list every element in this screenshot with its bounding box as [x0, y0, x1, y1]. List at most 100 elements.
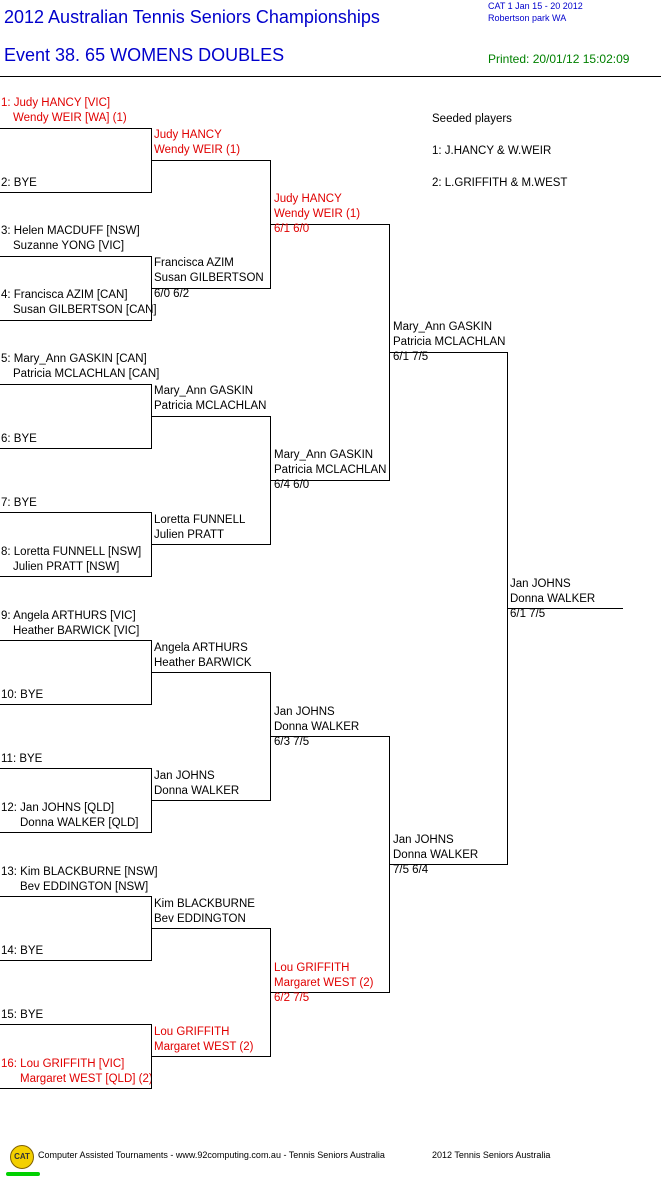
r2-entry-line2: Wendy WEIR (1) [154, 144, 241, 156]
venue: Robertson park WA [488, 13, 567, 23]
cat-logo: CAT [10, 1145, 34, 1169]
r2-entry-line1: Angela ARTHURS [154, 642, 248, 654]
bracket-connector [151, 384, 152, 449]
r2-entry-line2: Heather BARWICK [154, 657, 252, 669]
r4-entry-line1: Jan JOHNS [393, 834, 454, 846]
bracket-connector [389, 224, 390, 481]
r1-entry-line2: Suzanne YONG [VIC] [13, 240, 125, 252]
bracket-line [0, 384, 152, 385]
bracket-connector [507, 352, 508, 865]
r3-entry-line2: Patricia MCLACHLAN [274, 464, 387, 476]
r1-entry-line1: 5: Mary_Ann GASKIN [CAN] [1, 353, 147, 365]
bracket-line [152, 544, 271, 545]
printed-timestamp: Printed: 20/01/12 15:02:09 [488, 52, 630, 66]
r1-entry-line1: 10: BYE [1, 689, 44, 701]
r2-entry-line1: Jan JOHNS [154, 770, 215, 782]
bracket-line [0, 1088, 152, 1089]
bracket-line [152, 160, 271, 161]
r3-entry-line2: Wendy WEIR (1) [274, 208, 361, 220]
bracket-connector [270, 416, 271, 545]
r1-entry-line2: Susan GILBERTSON [CAN] [13, 304, 157, 316]
winner-line1: Jan JOHNS [510, 578, 571, 590]
bracket-connector [151, 512, 152, 577]
r3-entry-line1: Mary_Ann GASKIN [274, 449, 374, 461]
r3-entry-line2: Donna WALKER [274, 721, 360, 733]
r4-entry-line2: Donna WALKER [393, 849, 479, 861]
seed-entry: 2: L.GRIFFITH & M.WEST [432, 177, 568, 189]
r4-entry-line1: Mary_Ann GASKIN [393, 321, 493, 333]
bracket-line [0, 704, 152, 705]
bracket-line [271, 992, 390, 993]
bracket-line [0, 768, 152, 769]
r1-entry-line1: 7: BYE [1, 497, 37, 509]
bracket-line [390, 864, 508, 865]
r1-entry-line2: Wendy WEIR [WA] (1) [13, 112, 127, 124]
bracket-line [0, 896, 152, 897]
r1-entry-line2: Donna WALKER [QLD] [20, 817, 139, 829]
logo-underline [6, 1172, 40, 1176]
bracket-line [0, 512, 152, 513]
r2-entry-line2: Patricia MCLACHLAN [154, 400, 267, 412]
bracket-line [152, 800, 271, 801]
r1-entry-line1: 15: BYE [1, 1009, 44, 1021]
bracket-line [0, 960, 152, 961]
bracket-line [0, 1024, 152, 1025]
bracket-line [0, 448, 152, 449]
r1-entry-line1: 8: Loretta FUNNELL [NSW] [1, 546, 142, 558]
bracket-line [271, 224, 390, 225]
bracket-line [0, 256, 152, 257]
bracket-line [152, 1056, 271, 1057]
bracket-line [0, 640, 152, 641]
r1-entry-line1: 9: Angela ARTHURS [VIC] [1, 610, 136, 622]
r1-entry-line1: 13: Kim BLACKBURNE [NSW] [1, 866, 158, 878]
r3-entry-line1: Jan JOHNS [274, 706, 335, 718]
r1-entry-line2: Patricia MCLACHLAN [CAN] [13, 368, 160, 380]
r2-entry-line2: Donna WALKER [154, 785, 240, 797]
bracket-line [0, 192, 152, 193]
bracket-connector [270, 928, 271, 1057]
footer-copyright: 2012 Tennis Seniors Australia [432, 1150, 551, 1160]
category-dates: CAT 1 Jan 15 - 20 2012 [488, 1, 583, 11]
r2-score: 6/0 6/2 [154, 288, 190, 300]
r1-entry-line1: 16: Lou GRIFFITH [VIC] [1, 1058, 125, 1070]
footer-credit: Computer Assisted Tournaments - www.92co… [38, 1150, 385, 1160]
r3-entry-line2: Margaret WEST (2) [274, 977, 374, 989]
bracket-connector [151, 896, 152, 961]
bracket-line [271, 480, 390, 481]
r2-entry-line1: Kim BLACKBURNE [154, 898, 255, 910]
bracket-connector [151, 128, 152, 193]
r2-entry-line1: Francisca AZIM [154, 257, 234, 269]
r1-entry-line1: 4: Francisca AZIM [CAN] [1, 289, 128, 301]
r1-entry-line2: Margaret WEST [QLD] (2) [20, 1073, 153, 1085]
r1-entry-line1: 11: BYE [1, 753, 43, 765]
r1-entry-line1: 12: Jan JOHNS [QLD] [1, 802, 115, 814]
bracket-line [152, 416, 271, 417]
bracket-line [152, 672, 271, 673]
r3-score: 6/1 6/0 [274, 223, 310, 235]
bracket-connector [151, 1024, 152, 1089]
r1-entry-line1: 14: BYE [1, 945, 44, 957]
r1-entry-line2: Bev EDDINGTON [NSW] [20, 881, 149, 893]
bracket-connector [270, 672, 271, 801]
r1-entry-line1: 1: Judy HANCY [VIC] [1, 97, 111, 109]
r1-entry-line1: 2: BYE [1, 177, 37, 189]
bracket-line [0, 576, 152, 577]
bracket-line [0, 128, 152, 129]
r3-entry-line1: Lou GRIFFITH [274, 962, 350, 974]
bracket-line [390, 352, 508, 353]
bracket-line [271, 736, 390, 737]
bracket-line [0, 320, 152, 321]
bracket-connector [151, 256, 152, 321]
bracket-connector [270, 160, 271, 289]
r1-entry-line2: Heather BARWICK [VIC] [13, 625, 140, 637]
r4-score: 6/1 7/5 [393, 351, 429, 363]
event-title: Event 38. 65 WOMENS DOUBLES [4, 45, 285, 65]
header-divider [0, 76, 661, 77]
r2-entry-line1: Judy HANCY [154, 129, 222, 141]
bracket-connector [389, 736, 390, 993]
r2-entry-line1: Lou GRIFFITH [154, 1026, 230, 1038]
bracket-line [0, 832, 152, 833]
r1-entry-line2: Julien PRATT [NSW] [13, 561, 120, 573]
page-title: 2012 Australian Tennis Seniors Champions… [4, 7, 380, 27]
r4-entry-line2: Patricia MCLACHLAN [393, 336, 506, 348]
